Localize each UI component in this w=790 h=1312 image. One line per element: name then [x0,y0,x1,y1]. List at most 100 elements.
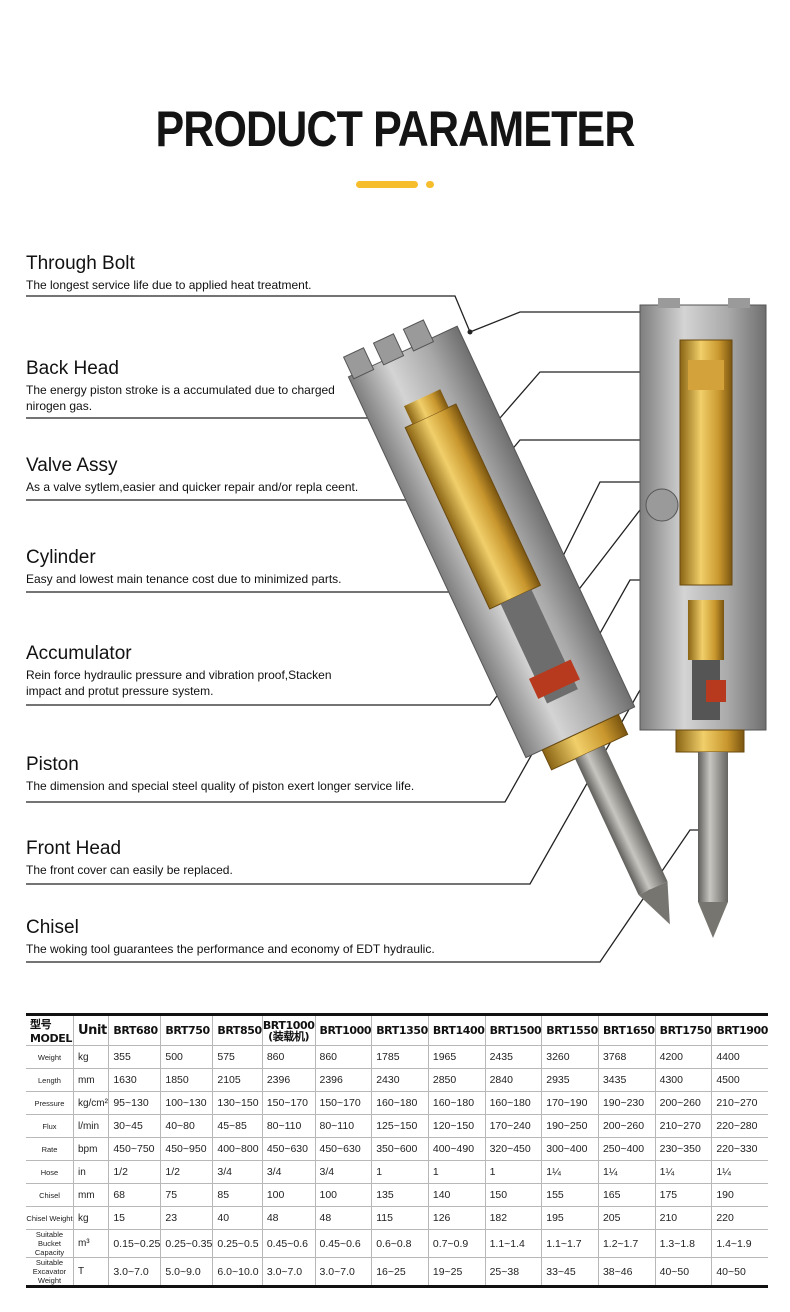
row-unit: in [72,1160,110,1184]
table-cell: 1.4~1.9 [711,1229,768,1258]
part-back-head: Back Head The energy piston stroke is a … [26,358,335,414]
table-cell: 450~630 [314,1137,373,1161]
model-col: BRT1400 [427,1014,486,1046]
row-label-line: Hose [40,1167,59,1177]
table-cell: 6.0~10.0 [212,1257,263,1287]
row-label: Flux [26,1114,74,1138]
table-cell: 40~50 [654,1257,713,1287]
model-col: BRT750 [160,1014,214,1046]
table-cell: 3.0~7.0 [314,1257,373,1287]
table-cell: 200~260 [654,1091,713,1115]
table-cell: 1.1~1.4 [484,1229,543,1258]
table-cell: 450~750 [108,1137,162,1161]
table-cell: 2435 [484,1045,543,1069]
part-desc-line: impact and protut pressure system. [26,684,214,698]
row-unit: bpm [72,1137,110,1161]
part-through-bolt: Through Bolt The longest service life du… [26,253,312,293]
table-cell: 2396 [314,1068,373,1092]
table-cell: 0.25~0.35 [160,1229,214,1258]
row-unit: l/min [72,1114,110,1138]
table-cell: 40 [212,1206,263,1230]
table-cell: 1¼ [597,1160,656,1184]
table-cell: 1¼ [711,1160,768,1184]
table-cell: 3/4 [212,1160,263,1184]
table-cell: 160~180 [371,1091,429,1115]
unit-header: Unit [72,1014,110,1046]
table-cell: 0.6~0.8 [371,1229,429,1258]
row-label: Rate [26,1137,74,1161]
table-cell: 0.15~0.25 [108,1229,162,1258]
row-label-line: Length [38,1075,61,1085]
table-cell: 48 [314,1206,373,1230]
table-cell: 200~260 [597,1114,656,1138]
part-title: Front Head [26,838,122,859]
table-cell: 500 [160,1045,214,1069]
table-cell: 190~250 [541,1114,599,1138]
table-cell: 195 [541,1206,599,1230]
table-cell: 48 [261,1206,316,1230]
model-col: BRT850 [212,1014,263,1046]
row-label-line: Capacity [34,1248,65,1257]
tilted-breaker [342,319,670,925]
table-cell: 68 [108,1183,162,1207]
table-cell: 2430 [371,1068,429,1092]
table-cell: 355 [108,1045,162,1069]
table-cell: 126 [427,1206,486,1230]
table-cell: 38~46 [597,1257,656,1287]
table-cell: 2850 [427,1068,486,1092]
part-desc: The front cover can easily be replaced. [26,863,233,877]
table-cell: 205 [597,1206,656,1230]
model-col: BRT1350 [371,1014,429,1046]
table-cell: 1.2~1.7 [597,1229,656,1258]
row-label-line: Pressure [34,1098,65,1108]
model-col: BRT1750 [654,1014,713,1046]
table-cell: 210~270 [711,1091,768,1115]
table-cell: 450~950 [160,1137,214,1161]
row-label-line: Weight [37,1276,62,1285]
table-cell: 3260 [541,1045,599,1069]
table-cell: 33~45 [541,1257,599,1287]
table-cell: 125~150 [371,1114,429,1138]
part-cylinder: Cylinder Easy and lowest main tenance co… [26,547,342,587]
row-label-line: Suitable Excavator [32,1258,67,1276]
part-desc: The woking tool guarantees the performan… [26,942,435,956]
table-cell: 150~170 [261,1091,316,1115]
vertical-breaker [639,298,767,938]
table-cell: 4500 [711,1068,768,1092]
table-cell: 220~330 [711,1137,768,1161]
table-cell: 220 [711,1206,768,1230]
part-valve-assy: Valve Assy As a valve sytlem,easier and … [26,455,358,495]
part-desc-line: Rein force hydraulic pressure and vibrat… [26,668,332,682]
table-cell: 1 [484,1160,543,1184]
table-cell: 230~350 [654,1137,713,1161]
table-cell: 80~110 [261,1114,316,1138]
row-label: Chisel Weight [26,1206,74,1230]
row-label: Length [26,1068,74,1092]
table-cell: 160~180 [427,1091,486,1115]
table-cell: 3768 [597,1045,656,1069]
row-unit: m³ [72,1229,110,1258]
table-cell: 575 [212,1045,263,1069]
table-cell: 3/4 [261,1160,316,1184]
table-cell: 860 [314,1045,373,1069]
table-cell: 320~450 [484,1137,543,1161]
page-title: PRODUCT PARAMETER [155,101,635,157]
title-underline [356,181,418,188]
table-cell: 165 [597,1183,656,1207]
table-cell: 140 [427,1183,486,1207]
table-cell: 1¼ [541,1160,599,1184]
row-label-line: Chisel [39,1190,60,1200]
model-header: 型号MODEL [26,1014,74,1046]
table-cell: 160~180 [484,1091,543,1115]
table-cell: 2840 [484,1068,543,1092]
row-label-line: Suitable Bucket [35,1230,64,1248]
table-cell: 1630 [108,1068,162,1092]
